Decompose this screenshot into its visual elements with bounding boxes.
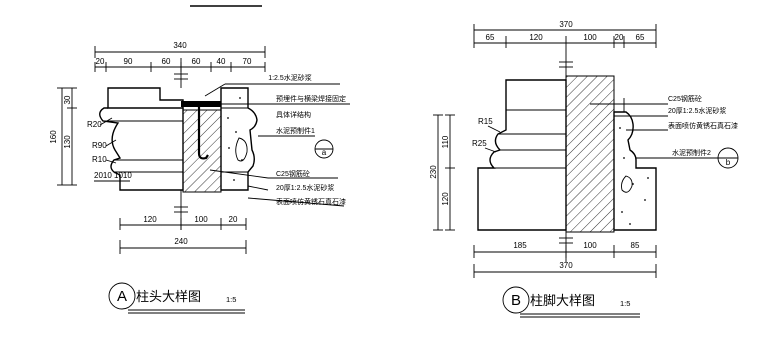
a-left-seg-2: 130: [63, 135, 72, 149]
b-top-total-label: 370: [559, 20, 573, 29]
a-small-dims: 2010 1010: [94, 171, 132, 180]
b-left-seg-1: 110: [441, 135, 450, 148]
b-note-mortar-thick: 20厚1:2.5水泥砂浆: [668, 106, 726, 115]
a-notes: 1:2.5水泥砂浆 预埋件与横梁焊接固定 具体详结构 水泥预制件1 a C25钢…: [204, 73, 350, 207]
b-bottom-seg-3: 85: [631, 241, 640, 250]
b-left-total: 230: [429, 165, 438, 179]
a-note-finish: 表面喷仿黄锈石真石漆: [276, 197, 346, 206]
b-bottom-seg-1: 185: [513, 241, 527, 250]
a-precast-shell: [220, 87, 258, 191]
b-bottom-total: 370: [559, 261, 573, 270]
b-scale: 1:5: [620, 299, 630, 308]
a-concrete-core: [182, 109, 222, 193]
b-top-segment-dim: 65 120 100 20 65: [473, 33, 657, 48]
a-note-mortar: 1:2.5水泥砂浆: [268, 73, 312, 82]
a-bottom-seg-2: 100: [194, 215, 208, 224]
b-bottom-segment-dim: 185 100 85: [473, 241, 657, 258]
a-note-precast: 水泥预制件1: [276, 126, 315, 135]
a-bottom-total: 240: [174, 237, 188, 246]
b-top-seg-3: 100: [583, 33, 597, 42]
a-radius-r20: R20: [87, 120, 102, 129]
a-top-seg-4: 60: [192, 57, 201, 66]
a-bottom-total-dim: 240: [119, 237, 247, 254]
b-top-seg-1: 65: [486, 33, 495, 42]
b-concrete-core: [565, 75, 615, 233]
b-top-seg-5: 65: [636, 33, 645, 42]
a-left-seg-1: 30: [63, 95, 72, 104]
b-left-seg-2: 120: [441, 192, 450, 206]
a-top-seg-5: 40: [217, 57, 226, 66]
b-top-seg-2: 120: [529, 33, 543, 42]
b-radius-r25: R25: [472, 139, 487, 148]
a-top-seg-1: 20: [96, 57, 105, 66]
detail-a: 340 20 90 60 60 40 70: [49, 41, 350, 314]
a-title: 柱头大样图: [136, 289, 201, 304]
a-top-seg-2: 90: [124, 57, 133, 66]
b-title: 柱脚大样图: [530, 293, 595, 308]
a-embed-plate: [181, 101, 221, 107]
a-radius-r90: R90: [92, 141, 107, 150]
a-note-mortar-thick: 20厚1:2.5水泥砂浆: [276, 183, 334, 192]
b-left-dim: 230 110 120: [429, 114, 455, 231]
b-top-total-dim: 370: [473, 20, 657, 36]
b-note-precast: 水泥预制件2: [672, 148, 711, 157]
b-note-concrete: C25钢筋砼: [668, 94, 702, 103]
detail-b: 370 65 120 100 20 65: [429, 20, 739, 318]
a-top-segment-dim: 20 90 60 60 40 70: [94, 57, 266, 72]
b-top-seg-4: 20: [615, 33, 624, 42]
a-scale: 1:5: [226, 295, 236, 304]
b-bottom-total-dim: 370: [473, 261, 657, 278]
a-top-total-dim: 340: [94, 41, 266, 58]
b-radius-r15: R15: [478, 117, 493, 126]
b-precast-shell: [613, 98, 657, 231]
b-notes: C25钢筋砼 20厚1:2.5水泥砂浆 表面喷仿黄锈石真石漆 水泥预制件2 b: [590, 94, 739, 169]
a-left-dim: 160 30 130: [49, 87, 77, 186]
a-radius-r10: R10: [92, 155, 107, 164]
b-marker-letter: B: [511, 292, 521, 309]
a-left-total: 160: [49, 130, 58, 144]
a-hook-rebar: [197, 107, 209, 160]
a-note-embed-2: 具体详结构: [276, 110, 311, 119]
b-marker-circle: [502, 286, 530, 314]
a-bottom-seg-3: 20: [229, 215, 238, 224]
a-marker-circle: [108, 282, 136, 310]
b-note-finish: 表面喷仿黄锈石真石漆: [668, 121, 738, 130]
a-center-axis: [174, 58, 188, 230]
b-base-profile: [477, 79, 567, 231]
a-top-seg-3: 60: [162, 57, 171, 66]
a-bottom-seg-1: 120: [143, 215, 157, 224]
a-top-total-label: 340: [173, 41, 187, 50]
b-callout-label: b: [726, 158, 731, 167]
a-note-concrete: C25钢筋砼: [276, 169, 310, 178]
a-callout-label: a: [322, 148, 327, 157]
b-title-block: B 柱脚大样图 1:5: [502, 286, 640, 318]
a-top-seg-6: 70: [243, 57, 252, 66]
a-title-block: A 柱头大样图 1:5: [108, 282, 245, 314]
a-note-embed-1: 预埋件与横梁焊接固定: [276, 94, 346, 103]
a-capital-profile: [99, 87, 184, 191]
b-bottom-seg-2: 100: [583, 241, 597, 250]
a-bottom-segment-dim: 120 100 20: [119, 215, 247, 230]
a-marker-letter: A: [117, 288, 127, 305]
